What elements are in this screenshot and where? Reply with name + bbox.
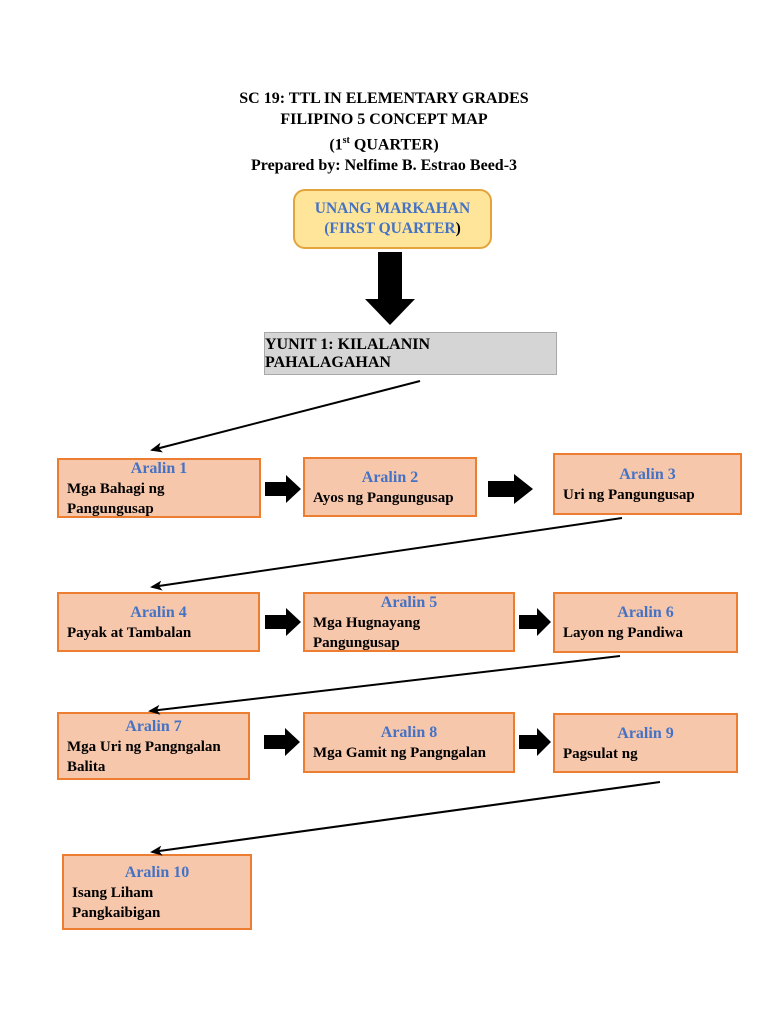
lesson-box-aralin-8: Aralin 8 Mga Gamit ng Pangngalan: [303, 712, 515, 773]
lesson-box-aralin-9: Aralin 9 Pagsulat ng: [553, 713, 738, 773]
title-line-3-prefix: (1: [329, 136, 343, 154]
lesson-title: Pagsulat ng: [563, 745, 638, 762]
connector-arrow-aralin3-to-aralin4: [150, 517, 623, 591]
right-block-arrow-aralin4-5: [265, 608, 301, 636]
lesson-id: Aralin 2: [361, 468, 419, 486]
connector-arrow-aralin6-to-aralin7: [148, 655, 621, 715]
right-block-arrow-aralin1-2: [265, 475, 301, 503]
document-title: SC 19: TTL IN ELEMENTARY GRADES FILIPINO…: [0, 88, 768, 176]
title-line-2: FILIPINO 5 CONCEPT MAP: [280, 111, 488, 128]
lesson-box-aralin-10: Aralin 10 Isang Liham Pangkaibigan: [62, 854, 252, 930]
lesson-id: Aralin 7: [125, 717, 182, 735]
lesson-id: Aralin 10: [124, 863, 190, 881]
lesson-id: Aralin 3: [619, 465, 676, 483]
lesson-id: Aralin 1: [130, 459, 188, 477]
unit-node-yunit-1: YUNIT 1: KILALANIN PAHALAGAHAN: [264, 332, 557, 375]
start-node-title: UNANG MARKAHAN: [314, 200, 471, 217]
right-block-arrow-aralin5-6: [519, 608, 551, 636]
title-line-4: Prepared by: Nelfime B. Estrao Beed-3: [250, 157, 518, 175]
lesson-title: Payak at Tambalan: [67, 624, 192, 641]
lesson-box-aralin-1: Aralin 1 Mga Bahagi ng Pangungusap: [57, 458, 261, 518]
lesson-id: Aralin 8: [380, 724, 438, 741]
right-block-arrow-aralin8-9: [519, 728, 551, 756]
start-node-unang-markahan: UNANG MARKAHAN (FIRST QUARTER): [293, 189, 492, 249]
start-node-subtitle: (FIRST QUARTER): [324, 219, 461, 239]
lesson-id: Aralin 9: [617, 724, 674, 742]
connector-arrow-unit-to-aralin1: [150, 380, 421, 453]
lesson-title: Uri ng Pangungusap: [563, 486, 695, 503]
lesson-box-aralin-2: Aralin 2 Ayos ng Pangungusap: [303, 457, 477, 517]
start-node-subtitle-paren: ): [455, 220, 461, 237]
down-block-arrow: [365, 252, 415, 325]
lesson-title: Layon ng Pandiwa: [563, 625, 684, 641]
lesson-id: Aralin 4: [130, 603, 187, 621]
lesson-id: Aralin 5: [380, 593, 438, 611]
title-line-1: SC 19: TTL IN ELEMENTARY GRADES: [239, 90, 529, 107]
lesson-box-aralin-5: Aralin 5 Mga Hugnayang Pangungusap: [303, 592, 515, 652]
lesson-title: Mga Uri ng Pangngalan Balita: [67, 738, 221, 775]
title-line-3-superscript: st: [342, 135, 350, 146]
lesson-id: Aralin 6: [617, 604, 674, 621]
lesson-title: Mga Hugnayang Pangungusap: [313, 614, 421, 651]
title-line-3-suffix: QUARTER): [349, 136, 439, 154]
lesson-title: Ayos ng Pangungusap: [313, 489, 454, 506]
lesson-title: Mga Gamit ng Pangngalan: [313, 745, 486, 761]
title-line-3: (1st QUARTER): [0, 130, 768, 155]
lesson-box-aralin-4: Aralin 4 Payak at Tambalan: [57, 592, 260, 652]
right-block-arrow-aralin7-8: [264, 728, 300, 756]
lesson-box-aralin-7: Aralin 7 Mga Uri ng Pangngalan Balita: [57, 712, 250, 780]
unit-node-label: YUNIT 1: KILALANIN PAHALAGAHAN: [265, 335, 431, 371]
lesson-title: Mga Bahagi ng Pangungusap: [67, 480, 165, 517]
right-block-arrow-aralin2-3: [488, 474, 533, 504]
lesson-box-aralin-6: Aralin 6 Layon ng Pandiwa: [553, 592, 738, 653]
lesson-title: Isang Liham Pangkaibigan: [72, 884, 161, 921]
start-node-subtitle-blue: (FIRST QUARTER: [324, 220, 456, 237]
lesson-box-aralin-3: Aralin 3 Uri ng Pangungusap: [553, 453, 742, 515]
connector-arrow-aralin9-to-aralin10: [150, 781, 661, 856]
